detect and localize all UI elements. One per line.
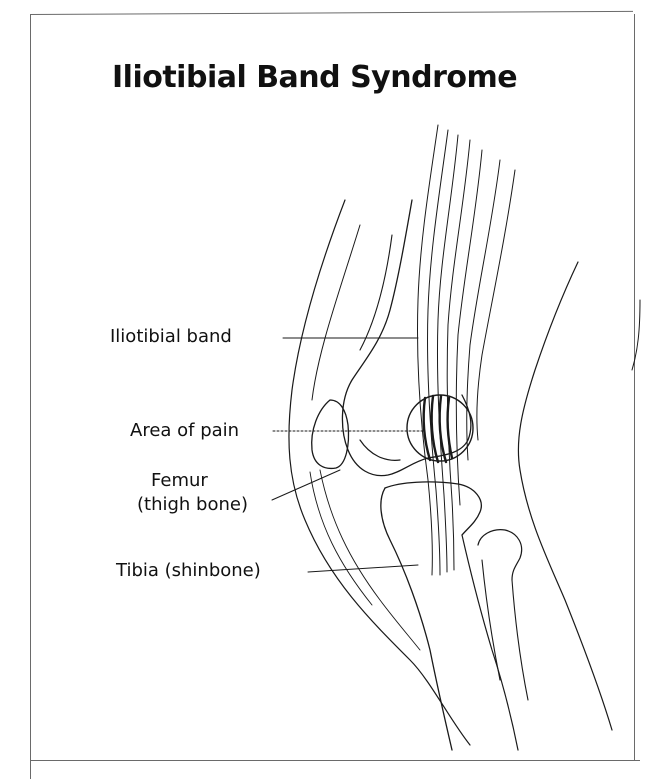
it-band-fiber — [447, 140, 470, 570]
fibula-head — [478, 530, 522, 580]
leader-line-tibia — [308, 565, 418, 572]
leader-line-femur — [272, 470, 340, 500]
label-femur-thigh-bone: (thigh bone) — [137, 494, 248, 516]
leg-outline-right — [518, 262, 612, 730]
it-band-fiber — [467, 160, 500, 460]
fibula-shaft-front — [482, 560, 500, 680]
leg-outline-right-back — [632, 300, 640, 370]
fibula-shaft — [512, 580, 528, 700]
label-area-of-pain: Area of pain — [130, 420, 239, 442]
it-band-fiber — [456, 150, 482, 505]
tibia-front — [381, 488, 452, 750]
femoral-condyle — [360, 440, 400, 460]
pain-area-fiber — [448, 398, 452, 458]
tendon-line — [310, 472, 372, 605]
leg-outline-left-inner — [312, 225, 360, 400]
label-tibia: Tibia (shinbone) — [116, 560, 261, 582]
femur-shaft-edge — [360, 235, 392, 350]
tibia-back — [462, 535, 518, 750]
it-band-fiber — [477, 170, 515, 440]
tibia-plateau — [385, 482, 481, 535]
label-femur: Femur — [151, 470, 208, 492]
label-iliotibial-band: Iliotibial band — [110, 326, 232, 348]
tendon-line — [320, 470, 420, 650]
